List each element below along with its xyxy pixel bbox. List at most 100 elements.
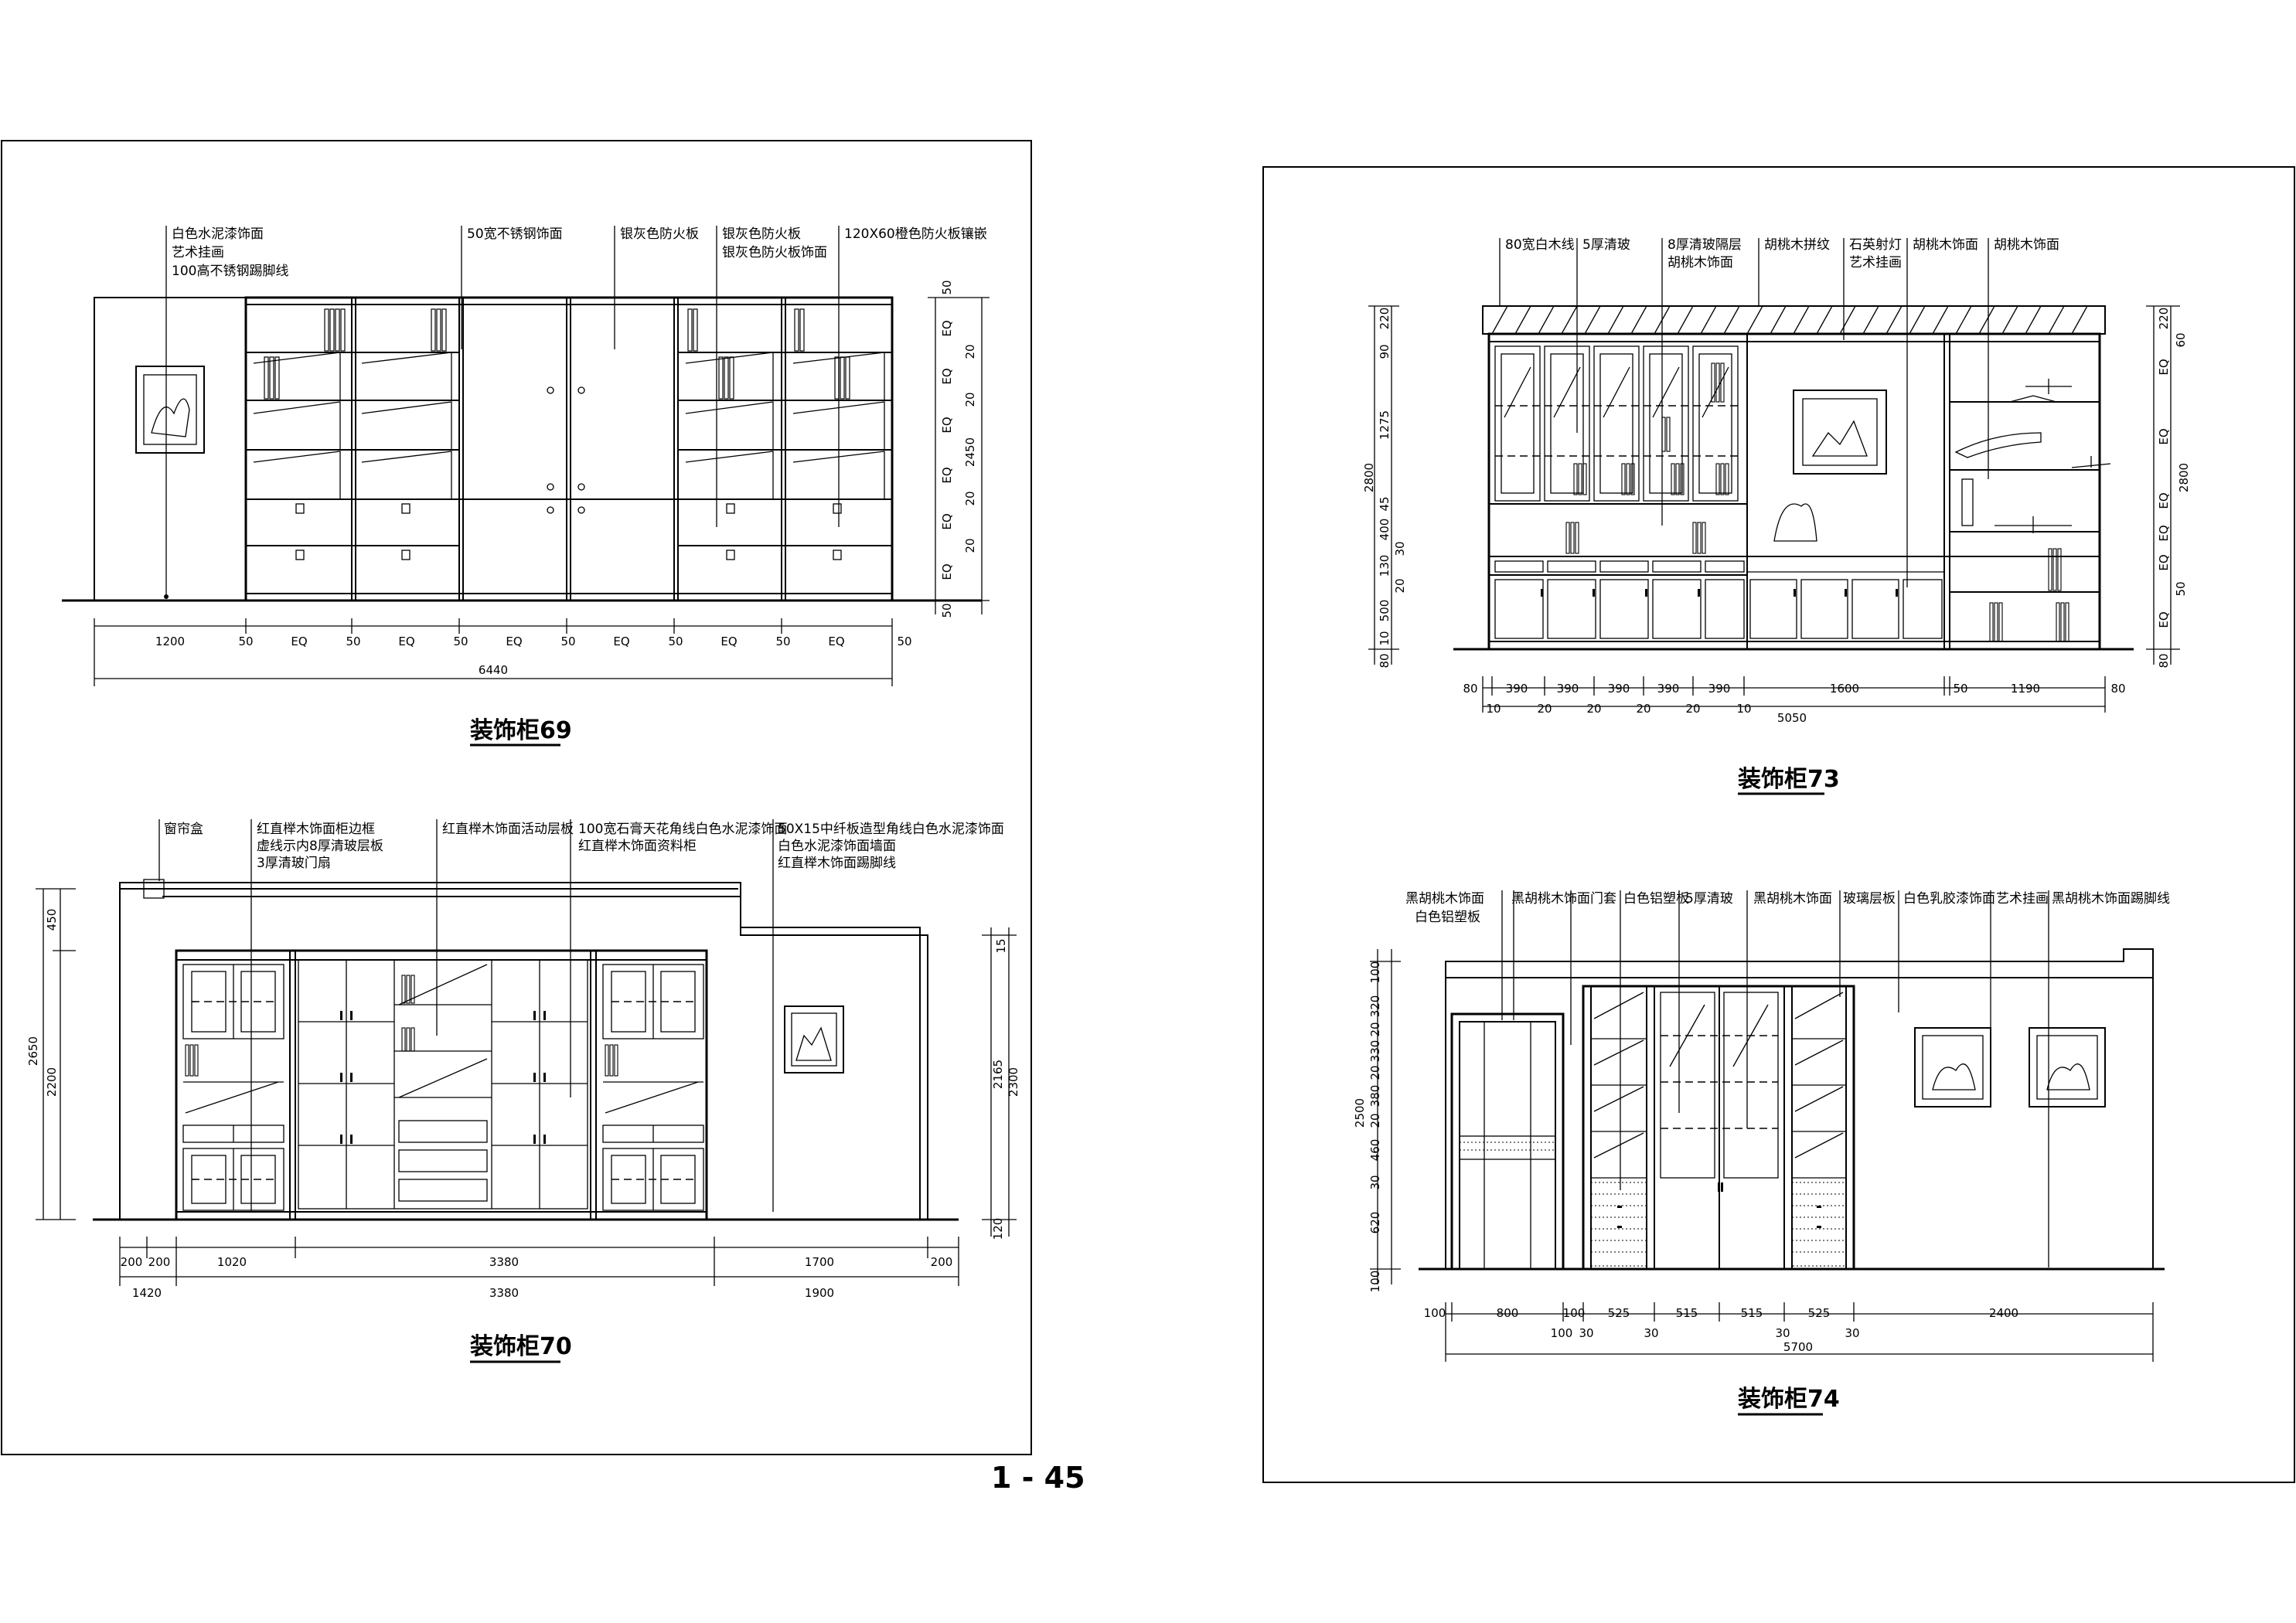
cab69-dim-9: 50 bbox=[668, 635, 683, 648]
cab70-dim-4: 1700 bbox=[805, 1255, 834, 1269]
cab73-rdim-4: EQ bbox=[2157, 492, 2171, 509]
cab73-label-walnut-a: 胡桃木饰面 bbox=[1667, 255, 1733, 270]
cab69-rdim-8: 20 bbox=[963, 491, 977, 505]
cab73-ldim-10: 80 bbox=[1378, 653, 1392, 668]
cab69-rdim-7: EQ bbox=[940, 467, 954, 483]
cab74-dim-5: 515 bbox=[1741, 1306, 1763, 1320]
cab74-label-art: 艺术挂画 bbox=[1996, 891, 2049, 907]
cab74-ldim-3: 330 bbox=[1368, 1040, 1382, 1063]
cab73-rdim-2: EQ bbox=[2157, 359, 2171, 375]
cab70-label-beech-cab: 红直榉木饰面资料柜 bbox=[578, 839, 697, 854]
cab70-label-beech-shelf: 红直榉木饰面活动层板 bbox=[442, 822, 574, 837]
cab74-title: 装饰柜74 bbox=[1738, 1386, 1840, 1413]
cab69-rdim-12: 50 bbox=[940, 603, 954, 618]
cab69-label-silver-fire: 银灰色防火板 bbox=[620, 226, 699, 242]
cab74-dim2-3: 30 bbox=[1775, 1326, 1790, 1340]
cab74-dim2-2: 30 bbox=[1644, 1326, 1658, 1340]
cab74-ldim-10: 100 bbox=[1368, 1271, 1382, 1293]
cab69-rdim-10: 20 bbox=[963, 538, 977, 553]
cab70-rdim-1: 2165 bbox=[991, 1060, 1005, 1089]
cab70-annotations: 窗帘盒 红直榉木饰面柜边框 虚线示内8厚清玻层板 3厚清玻门扇 红直榉木饰面活动… bbox=[158, 819, 1004, 1212]
cab74-ldim-2: 20 bbox=[1368, 1022, 1382, 1036]
cab74-dim-0: 100 bbox=[1424, 1306, 1446, 1320]
cab74-label-latex: 白色乳胶漆饰面 bbox=[1903, 891, 1995, 907]
cab69-rdim-1: EQ bbox=[940, 320, 954, 336]
cab69-rdim-11: EQ bbox=[940, 563, 954, 580]
cab69-rdim-3: EQ bbox=[940, 368, 954, 384]
cab69-label-silver-finish: 银灰色防火板饰面 bbox=[722, 245, 827, 260]
cab70-label-curtain: 窗帘盒 bbox=[164, 822, 203, 837]
cab70-title: 装饰柜70 bbox=[470, 1333, 572, 1360]
cab70-dim-2: 1020 bbox=[217, 1255, 247, 1269]
cab73-ldim-2: 1275 bbox=[1378, 410, 1392, 440]
cab73-dim-0: 80 bbox=[1463, 682, 1477, 696]
cabinet-69-elevation: 白色水泥漆饰面 艺术挂画 100高不锈钢踢脚线 50宽不锈钢饰面 银灰色防火板 … bbox=[62, 226, 990, 747]
cab69-rdim-6: 2450 bbox=[963, 437, 977, 467]
cab74-dim-6: 525 bbox=[1808, 1306, 1831, 1320]
cab73-ldim-1: 90 bbox=[1378, 344, 1392, 359]
cab74-ldim-5: 380 bbox=[1368, 1085, 1382, 1108]
cab74-dim-7: 2400 bbox=[1989, 1306, 2018, 1320]
cab69-dim-1: 50 bbox=[238, 635, 253, 648]
cab69-rdim-5: EQ bbox=[940, 417, 954, 433]
cab70-label-glass-shelf: 虚线示内8厚清玻层板 bbox=[257, 839, 383, 854]
cab73-rdim-6: EQ bbox=[2157, 611, 2171, 628]
cab73-ldim-3: 45 bbox=[1378, 496, 1392, 511]
cab73-rdim-9: 80 bbox=[2157, 653, 2171, 668]
cab73-title: 装饰柜73 bbox=[1738, 766, 1840, 793]
cab69-label-art: 艺术挂画 bbox=[172, 245, 224, 260]
right-sheet-frame bbox=[1262, 166, 2295, 1483]
cab73-dim2-4: 20 bbox=[1685, 702, 1700, 716]
cab73-rdim-7: 50 bbox=[2174, 581, 2188, 596]
cab74-ldim-1: 320 bbox=[1368, 995, 1382, 1018]
cab69-dim-6: EQ bbox=[506, 635, 522, 648]
cab70-rdim-3: 120 bbox=[991, 1218, 1005, 1240]
cab73-rdim-1: 60 bbox=[2174, 332, 2188, 347]
cab73-dim-5: 390 bbox=[1708, 682, 1731, 696]
cab69-dim-2: EQ bbox=[291, 635, 307, 648]
cab70-label-mdf: 50X15中纤板造型角线白色水泥漆饰面 bbox=[778, 822, 1004, 837]
page-number: 1 - 45 bbox=[991, 1461, 1085, 1495]
cab69-rdim-2: 20 bbox=[963, 344, 977, 359]
cab73-label-art: 艺术挂画 bbox=[1849, 255, 1902, 270]
cab73-ldim-5: 30 bbox=[1393, 541, 1407, 556]
cab70-rdim-0: 15 bbox=[994, 938, 1008, 953]
cabinet-70-elevation: 窗帘盒 红直榉木饰面柜边框 虚线示内8厚清玻层板 3厚清玻门扇 红直榉木饰面活动… bbox=[26, 819, 1020, 1363]
cab73-dim-2: 390 bbox=[1557, 682, 1579, 696]
cab69-dim-5: 50 bbox=[453, 635, 468, 648]
cab70-dim2-1: 3380 bbox=[489, 1286, 519, 1300]
cab74-ldim-0: 100 bbox=[1368, 961, 1382, 984]
cab70-dim-5: 200 bbox=[931, 1255, 953, 1269]
cab73-dim-1: 390 bbox=[1506, 682, 1528, 696]
cab69-label-silver-board: 银灰色防火板 bbox=[722, 226, 801, 242]
cab73-dim-total: 5050 bbox=[1777, 711, 1807, 725]
cab73-rdim-5: EQ bbox=[2157, 554, 2171, 570]
cab69-label-white-cement: 白色水泥漆饰面 bbox=[172, 226, 264, 242]
cab69-label-steel50: 50宽不锈钢饰面 bbox=[467, 226, 563, 242]
cab74-dim-3: 525 bbox=[1608, 1306, 1630, 1320]
cab73-dim2-0: 10 bbox=[1486, 702, 1501, 716]
cab69-annotations: 白色水泥漆饰面 艺术挂画 100高不锈钢踢脚线 50宽不锈钢饰面 银灰色防火板 … bbox=[164, 226, 987, 599]
cab69-dim-7: 50 bbox=[560, 635, 575, 648]
cab69-dim-11: 50 bbox=[775, 635, 790, 648]
cab73-label-white-wood: 80宽白木线 bbox=[1505, 237, 1575, 253]
cab69-rdim-0: 50 bbox=[940, 280, 954, 294]
cab73-ldim-0: 220 bbox=[1378, 308, 1392, 330]
cab69-dim-13: 50 bbox=[897, 635, 911, 648]
cab73-rdim-8: EQ bbox=[2157, 525, 2171, 541]
cab70-dim2-0: 1420 bbox=[132, 1286, 162, 1300]
cab74-annotations: 黑胡桃木饰面 白色铝塑板 黑胡桃木饰面门套 白色铝塑板 5厚清玻 黑胡桃木饰面 … bbox=[1405, 890, 2170, 1267]
cab70-dim-3: 3380 bbox=[489, 1255, 519, 1269]
cab73-dim2-2: 20 bbox=[1586, 702, 1601, 716]
cab74-dim2-4: 30 bbox=[1845, 1326, 1859, 1340]
cab73-ldim-8: 500 bbox=[1378, 600, 1392, 622]
cab74-dim2-0: 100 bbox=[1551, 1326, 1573, 1340]
cab70-label-gypsum: 100宽石膏天花角线白色水泥漆饰面 bbox=[578, 821, 787, 837]
cab70-label-glass-door: 3厚清玻门扇 bbox=[257, 856, 331, 871]
cab73-ldim-4: 400 bbox=[1378, 519, 1392, 541]
cab73-dim2-3: 20 bbox=[1636, 702, 1650, 716]
cab70-dim-1: 200 bbox=[148, 1255, 171, 1269]
cab73-dim2-1: 20 bbox=[1537, 702, 1552, 716]
cab73-label-walnut-c: 胡桃木饰面 bbox=[1994, 237, 2059, 253]
